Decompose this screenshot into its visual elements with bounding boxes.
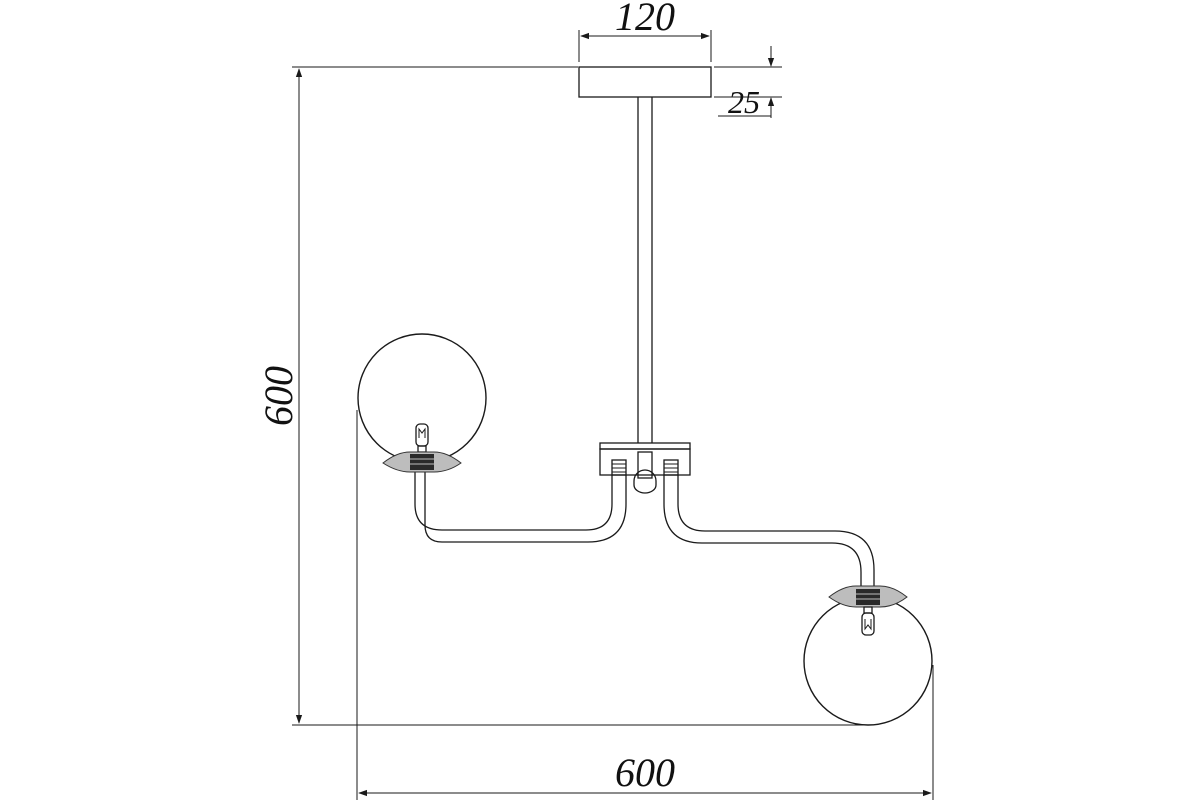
- overall-height-label: 600: [256, 366, 301, 426]
- hub-finial: [633, 469, 657, 494]
- ceiling-canopy: [578, 66, 712, 98]
- left-arm: [414, 472, 627, 543]
- right-bulb: [861, 606, 875, 636]
- right-arm: [663, 475, 875, 592]
- right-glass-globe: [803, 596, 933, 726]
- canopy-height-label: 25: [728, 84, 760, 120]
- left-socket: [410, 454, 434, 470]
- hub-center-socket: [637, 451, 653, 479]
- overall-height-dimension: 600: [256, 66, 868, 726]
- canopy-height-dimension: 25: [714, 46, 782, 120]
- overall-width-label: 600: [615, 750, 675, 795]
- canopy-width-dimension: 120: [578, 0, 712, 62]
- left-glass-globe: [357, 333, 487, 463]
- overall-width-dimension: 600: [356, 410, 934, 800]
- left-globe-assembly: [357, 333, 487, 473]
- canopy-width-label: 120: [615, 0, 675, 39]
- central-hub: [599, 442, 691, 494]
- suspension-rod: [637, 97, 653, 443]
- right-globe-assembly: [803, 585, 933, 726]
- right-socket: [856, 589, 880, 605]
